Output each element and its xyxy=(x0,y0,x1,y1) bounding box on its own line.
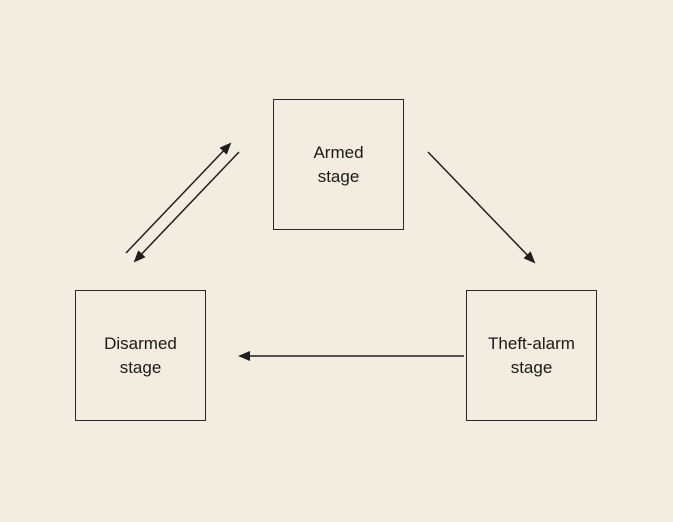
node-disarmed-stage-label: Disarmed stage xyxy=(104,333,177,377)
edge-disarmed-to-armed-arrow xyxy=(125,142,232,254)
edge-armed-to-theft-arrow xyxy=(427,151,536,264)
edge-armed-to-disarmed-arrow xyxy=(133,151,240,263)
node-disarmed-stage: Disarmed stage xyxy=(75,290,206,421)
node-theft-alarm-stage: Theft-alarm stage xyxy=(466,290,597,421)
node-armed-stage-label: Armed stage xyxy=(313,142,364,186)
node-theft-alarm-stage-label: Theft-alarm stage xyxy=(488,333,575,377)
node-armed-stage: Armed stage xyxy=(273,99,404,230)
